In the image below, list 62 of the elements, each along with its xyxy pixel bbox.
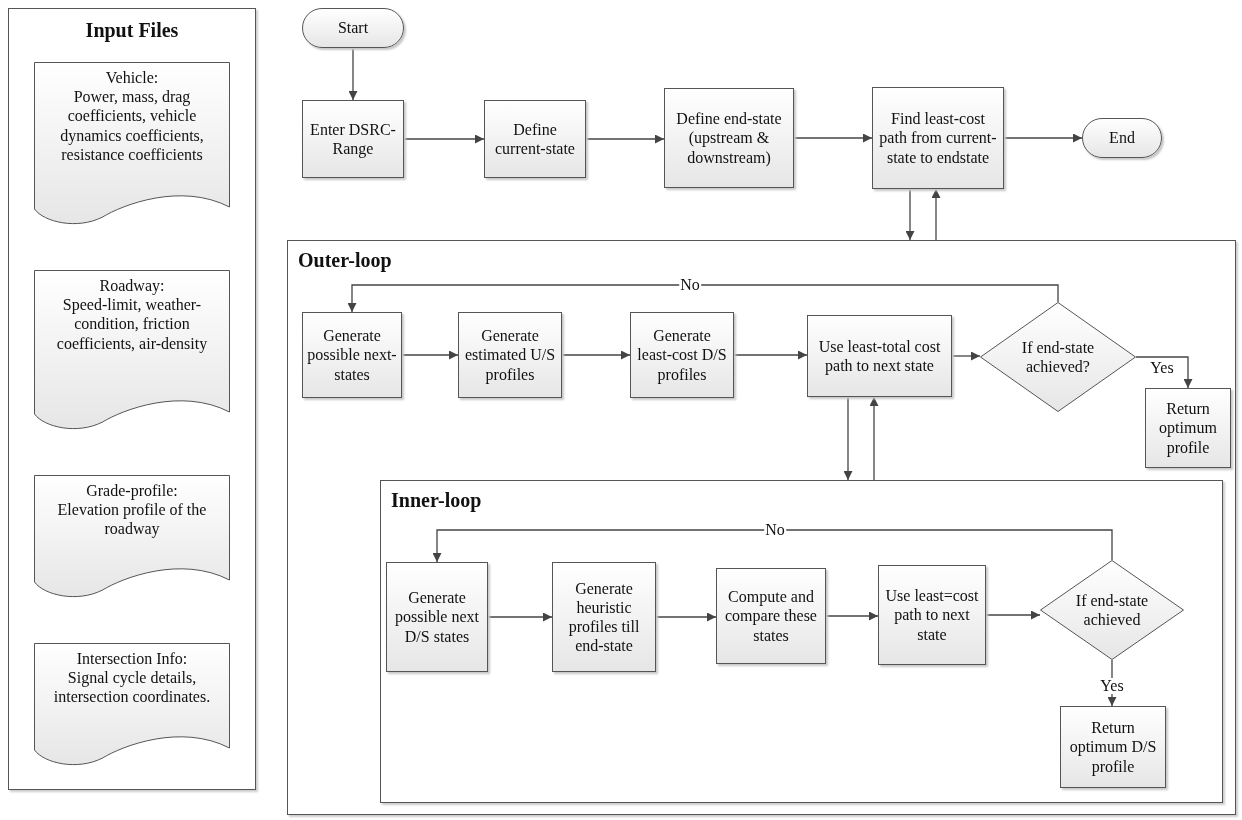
arrow [561, 350, 631, 360]
document-text: Power, mass, drag coefficients, vehicle dynamics coefficients, resistance coefficients [59, 87, 205, 164]
arrow [793, 133, 873, 143]
arrow [348, 47, 358, 101]
process-box: Define current-state [484, 100, 586, 178]
edge-label: No [679, 277, 701, 293]
loop-frame [380, 480, 1223, 803]
document-shape [34, 475, 230, 600]
process-box: Generate possible next D/S states [386, 562, 488, 672]
process-box: Return optimum D/S profile [1060, 706, 1166, 788]
arrow [733, 350, 808, 360]
document-text: Elevation profile of the roadway [56, 500, 208, 539]
process-box: Compute and compare these states [716, 568, 826, 664]
arrow [401, 350, 459, 360]
arrow [403, 134, 485, 144]
decision-text: If end-state achieved? [1020, 337, 1096, 377]
process-box: Enter DSRC-Range [302, 100, 404, 178]
process-box: Find least-cost path from current-state to endstate [872, 87, 1004, 189]
edge-label: No [764, 522, 786, 538]
process-box: Use least=cost path to next state [878, 565, 986, 665]
arrow [905, 188, 915, 241]
arrow [347, 284, 1059, 313]
panel-title: Inner-loop [391, 489, 482, 512]
document-shape [34, 270, 230, 432]
document-heading: Intersection Info: [76, 649, 188, 669]
panel-title: Input Files [84, 19, 180, 42]
edge-label: Yes [1099, 678, 1125, 694]
arrow [432, 529, 1113, 563]
arrow [1135, 356, 1193, 389]
input-files-panel [8, 8, 256, 790]
process-box: Generate heuristic profiles till end-state [552, 562, 656, 672]
arrow [869, 396, 879, 481]
arrow [951, 351, 981, 361]
arrow [1003, 133, 1083, 143]
decision-text: If end-state achieved [1074, 590, 1150, 630]
arrow [985, 610, 1041, 620]
document-heading: Grade-profile: [86, 481, 178, 501]
document-shape [34, 643, 230, 768]
loop-frame [287, 240, 1236, 815]
process-box: Generate possible next-states [302, 312, 402, 398]
terminal-shape: Start [302, 8, 404, 48]
decision-diamond [980, 302, 1136, 412]
decision-diamond [1040, 560, 1184, 660]
document-text: Speed-limit, weather-condition, friction coefficients, air-density [55, 295, 209, 353]
document-shape [34, 62, 230, 227]
document-text: Signal cycle details, intersection coordinates. [52, 668, 212, 707]
process-box: Generate least-cost D/S profiles [630, 312, 734, 398]
process-box: Use least-total cost path to next state [807, 315, 952, 397]
arrow [487, 612, 553, 622]
edge-label: Yes [1149, 360, 1175, 376]
document-heading: Roadway: [99, 276, 165, 296]
arrow [931, 188, 941, 241]
process-box: Define end-state (upstream & downstream) [664, 88, 794, 188]
arrow [655, 612, 717, 622]
arrow [843, 396, 853, 481]
process-box: Generate estimated U/S profiles [458, 312, 562, 398]
process-box: Return optimum profile [1145, 388, 1231, 468]
arrow [585, 134, 665, 144]
panel-title: Outer-loop [298, 249, 392, 272]
terminal-shape: End [1082, 118, 1162, 158]
arrow [825, 611, 879, 621]
document-heading: Vehicle: [105, 68, 159, 88]
